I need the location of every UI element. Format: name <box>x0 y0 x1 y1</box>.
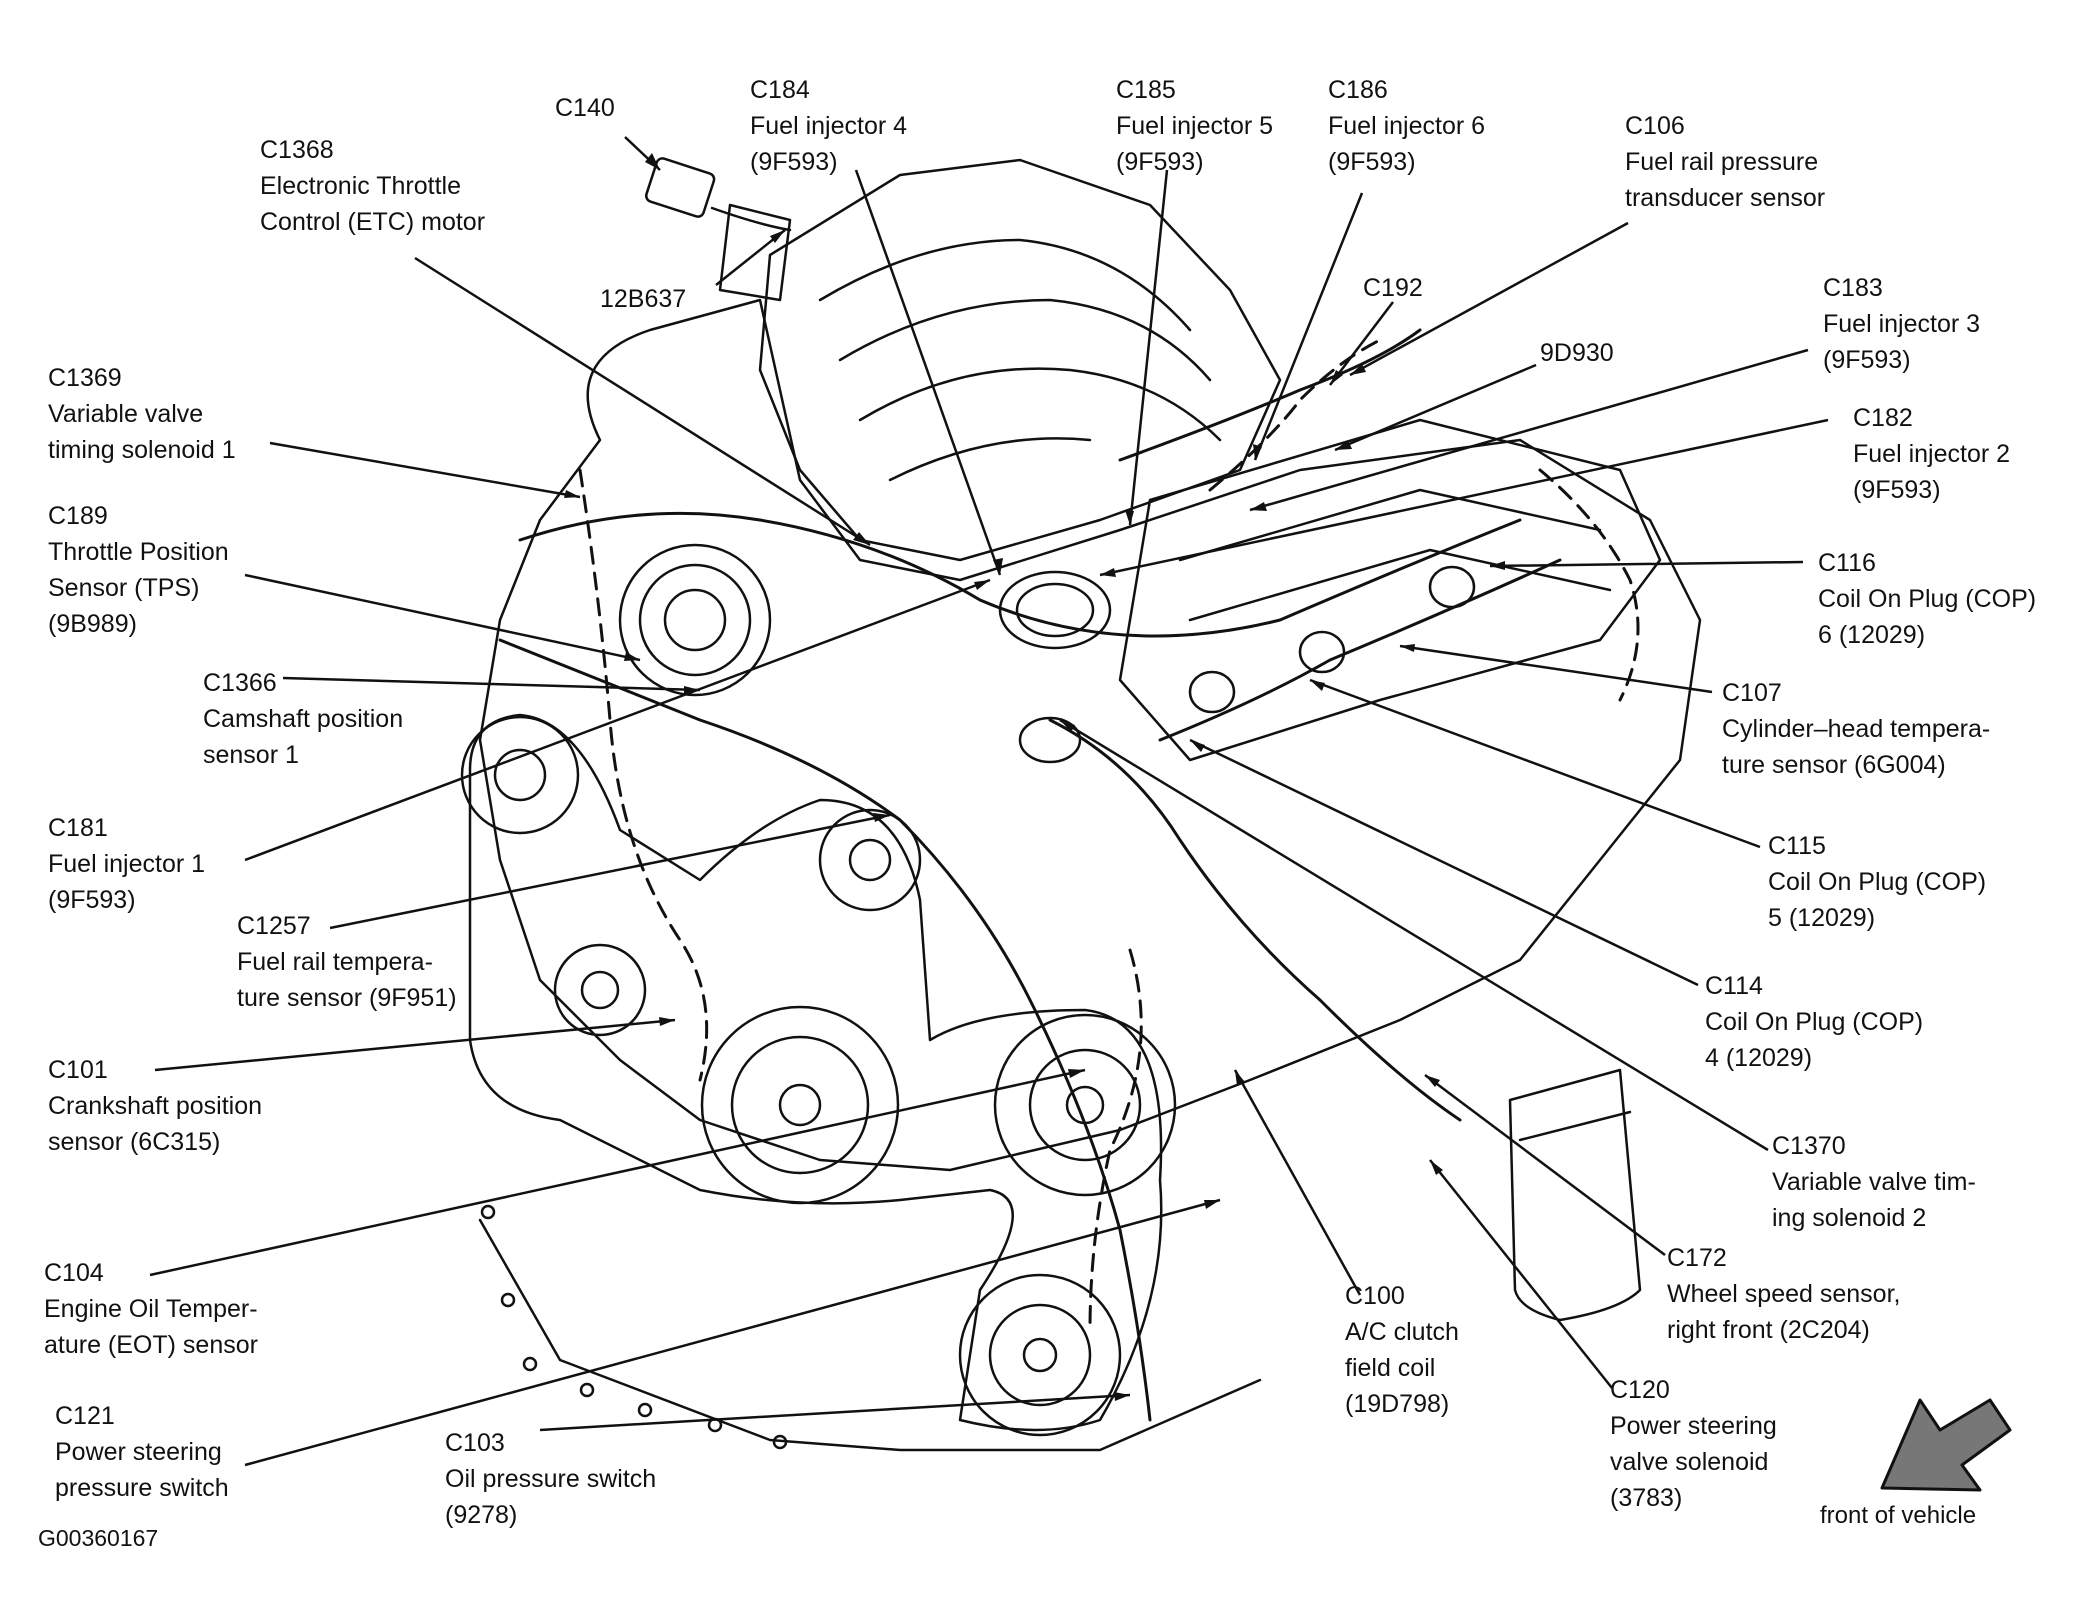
label-c107: C107 Cylinder–head tempera- ture sensor … <box>1722 679 1991 779</box>
leader-c1366 <box>282 676 701 692</box>
label-c1368: C1368 Electronic Throttle Control (ETC) … <box>260 136 486 236</box>
engine-block <box>478 298 1702 1172</box>
leader-c185 <box>1128 169 1169 526</box>
label-c103: C103 Oil pressure switch (9278) <box>445 1429 657 1529</box>
idler-pulley-upper <box>460 715 580 835</box>
ac-compressor-pulley <box>958 1273 1122 1437</box>
leader-c121 <box>244 1198 1221 1467</box>
label-c140: C140 <box>555 94 615 122</box>
label-c192: C192 <box>1363 274 1423 302</box>
label-c186: C186 Fuel injector 6 (9F593) <box>1328 76 1486 176</box>
label-c114: C114 Coil On Plug (COP) 4 (12029) <box>1705 972 1924 1072</box>
leader-c116 <box>1489 560 1804 568</box>
part-number-12b637: 12B637 <box>600 285 687 313</box>
leader-c120 <box>1429 1159 1613 1389</box>
leader-c106 <box>1349 221 1629 377</box>
figure-id: G00360167 <box>38 1525 159 1551</box>
leader-c182 <box>1099 418 1829 577</box>
idler-pulley-mid <box>818 808 922 912</box>
label-c1369: C1369 Variable valve timing solenoid 1 <box>48 364 236 464</box>
front-of-vehicle-label: front of vehicle <box>1820 1502 1977 1529</box>
leader-c115 <box>1309 678 1761 849</box>
oil-pan-flange <box>478 1218 1262 1452</box>
leader-c172 <box>1424 1074 1666 1256</box>
label-c106: C106 Fuel rail pressure transducer senso… <box>1625 112 1826 212</box>
label-c120: C120 Power steering valve solenoid (3783… <box>1610 1376 1777 1512</box>
leader-c183 <box>1249 348 1809 512</box>
leader-c101 <box>154 1018 676 1072</box>
label-c172: C172 Wheel speed sensor, right front (2C… <box>1667 1244 1901 1344</box>
leader-c100 <box>1233 1069 1362 1296</box>
label-c101: C101 Crankshaft position sensor (6C315) <box>48 1056 263 1156</box>
leader-c1369 <box>269 441 581 499</box>
label-9d930: 9D930 <box>1540 339 1614 367</box>
serpentine-belt <box>468 713 1163 1432</box>
label-c1366: C1366 Camshaft position sensor 1 <box>203 669 404 769</box>
leader-c192 <box>1329 301 1394 386</box>
label-c116: C116 Coil On Plug (COP) 6 (12029) <box>1818 549 2037 649</box>
label-c189: C189 Throttle Position Sensor (TPS) (9B9… <box>48 502 229 638</box>
label-c184: C184 Fuel injector 4 (9F593) <box>750 76 908 176</box>
label-c181: C181 Fuel injector 1 (9F593) <box>48 814 206 914</box>
leader-c104 <box>149 1068 1086 1277</box>
leader-c181 <box>244 578 991 862</box>
leader-c184 <box>854 169 1002 576</box>
label-c121: C121 Power steering pressure switch <box>55 1402 229 1502</box>
leader-c1370 <box>1059 718 1769 1152</box>
label-c115: C115 Coil On Plug (COP) 5 (12029) <box>1768 832 1987 932</box>
throttle-body <box>618 543 772 697</box>
label-c1257: C1257 Fuel rail tempera- ture sensor (9F… <box>237 912 457 1012</box>
label-c182: C182 Fuel injector 2 (9F593) <box>1853 404 2011 504</box>
label-c185: C185 Fuel injector 5 (9F593) <box>1116 76 1274 176</box>
leader-c114 <box>1189 738 1699 987</box>
leader-c107 <box>1399 644 1713 694</box>
oil-filter <box>1508 1068 1642 1322</box>
label-c1370: C1370 Variable valve tim- ing solenoid 2 <box>1772 1132 1976 1232</box>
cylinder-head <box>1118 418 1662 762</box>
label-c100: C100 A/C clutch field coil (19D798) <box>1345 1282 1459 1418</box>
leader-c186 <box>1253 192 1364 461</box>
power-steering-pulley <box>993 1013 1177 1197</box>
leader-c189 <box>244 573 641 662</box>
leader-p9d930 <box>1334 363 1537 452</box>
leader-c1257 <box>329 813 891 930</box>
leader-c1368 <box>414 256 871 547</box>
intake-manifold <box>758 158 1282 562</box>
leader-c103 <box>539 1393 1131 1432</box>
label-c183: C183 Fuel injector 3 (9F593) <box>1823 274 1981 374</box>
label-c104: C104 Engine Oil Temper- ature (EOT) sens… <box>44 1259 258 1359</box>
